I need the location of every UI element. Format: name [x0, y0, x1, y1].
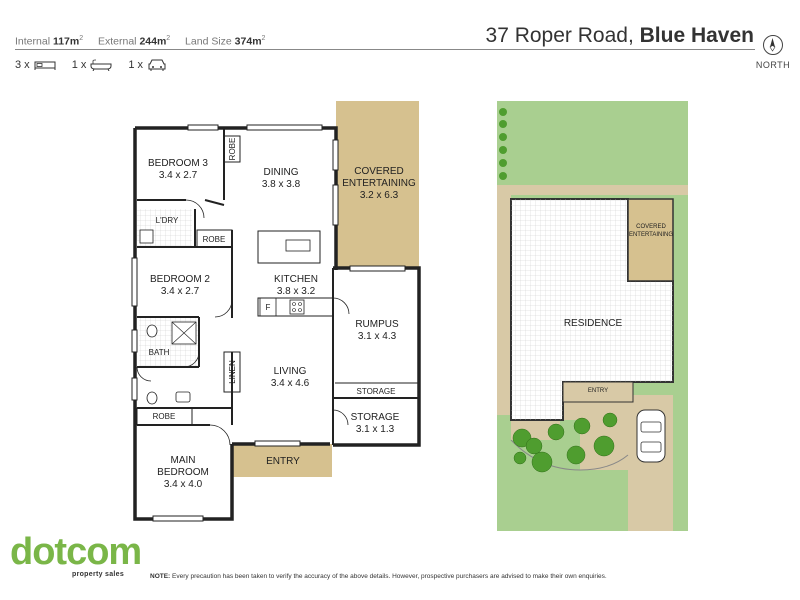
room-bedroom2-size: 3.4 x 2.7 [161, 286, 200, 297]
toilet-icon [146, 391, 158, 405]
stat-internal-value: 117m [52, 35, 80, 48]
stat-internal-unit: 2 [79, 35, 84, 42]
room-dining-size: 3.8 x 3.8 [262, 179, 301, 190]
fridge-icon [259, 297, 277, 317]
room-main-bedroom-size: 3.4 x 4.0 [164, 479, 203, 490]
kitchen-island [257, 230, 321, 264]
site-covered-line2: ENTERTAINING [629, 232, 673, 238]
label-bath: BATH [149, 348, 170, 357]
bathtub-icon [90, 59, 112, 71]
floor-plan: BEDROOM 3 3.4 x 2.7 DINING 3.8 x 3.8 COV… [131, 101, 421, 522]
site-entry [562, 381, 634, 403]
label-robe-mid: ROBE [203, 235, 226, 244]
entry-area [232, 444, 332, 477]
address-suburb: Blue Haven [639, 24, 754, 47]
car-count: 1 x [128, 58, 167, 72]
address-street: 37 Roper Road, [485, 24, 634, 47]
note-label: NOTE: [150, 573, 171, 580]
room-bedroom3-name: BEDROOM 3 [148, 158, 208, 169]
covered-entertaining-area [336, 101, 419, 268]
room-counts: 3 x 1 x 1 x [15, 58, 183, 72]
label-entry: ENTRY [266, 456, 300, 467]
room-bedroom2-name: BEDROOM 2 [150, 274, 210, 285]
label-robe-top: ROBE [228, 138, 237, 161]
label-fridge: F [266, 303, 271, 312]
room-rumpus-size: 3.1 x 4.3 [358, 331, 397, 342]
site-covered-line1: COVERED [636, 224, 666, 230]
bed-count: 3 x [15, 59, 56, 71]
cooktop-icon [289, 299, 305, 315]
room-living-size: 3.4 x 4.6 [271, 378, 310, 389]
header-divider [15, 49, 755, 50]
site-plan: COVERED ENTERTAINING RESIDENCE ENTRY [497, 101, 688, 531]
site-covered-entertaining [627, 198, 674, 282]
bed-icon [34, 61, 56, 70]
bath-count-text: 1 x [71, 59, 87, 71]
site-entry-label: ENTRY [588, 388, 608, 394]
room-bedroom3-size: 3.4 x 2.7 [159, 170, 198, 181]
stat-land-unit: 2 [261, 35, 266, 42]
car-count-text: 1 x [128, 59, 144, 71]
room-storage-size: 3.1 x 1.3 [356, 424, 395, 435]
basin-icon [175, 391, 191, 403]
note-text: Every precaution has been taken to verif… [170, 573, 607, 580]
property-address: 37 Roper Road, Blue Haven [486, 24, 754, 48]
label-linen: LINEN [228, 360, 237, 384]
sink-icon [285, 239, 311, 252]
kitchen-bench [257, 297, 334, 317]
room-covered-name: COVERED [354, 166, 403, 177]
room-kitchen-name: KITCHEN [274, 274, 318, 285]
room-kitchen-size: 3.8 x 3.2 [277, 286, 316, 297]
room-covered-size: 3.2 x 6.3 [360, 190, 399, 201]
stat-land-label: Land Size [185, 35, 232, 48]
disclaimer-note: NOTE: Every precaution has been taken to… [150, 573, 607, 580]
laundry-tub-icon [139, 229, 154, 244]
dotcom-logo: dotcom property sales [10, 531, 142, 578]
room-dining-name: DINING [264, 167, 299, 178]
stat-internal-label: Internal [15, 35, 51, 48]
room-main-bedroom-name: MAIN [171, 455, 196, 466]
room-main-bedroom-name2: BEDROOM [157, 467, 209, 478]
logo-word: dotcom [10, 531, 142, 573]
room-storage-name: STORAGE [351, 412, 400, 423]
stat-external-label: External [97, 35, 137, 48]
compass-icon [763, 35, 783, 55]
logo-sub: property sales [72, 571, 125, 578]
toilet-icon [146, 324, 158, 338]
room-covered-name2: ENTERTAINING [342, 178, 416, 189]
label-laundry: L'DRY [156, 216, 179, 225]
site-residence-label: RESIDENCE [564, 318, 623, 329]
bed-count-text: 3 x [15, 59, 30, 71]
north-label: NORTH [755, 60, 791, 70]
property-stats: Internal 117m2 External 244m2 Land Size … [15, 35, 265, 48]
car-icon [148, 59, 166, 71]
bath-count: 1 x [72, 59, 113, 71]
garden-trees [512, 412, 618, 473]
room-rumpus-name: RUMPUS [355, 319, 399, 330]
label-storage-strip: STORAGE [357, 387, 396, 396]
stat-land-value: 374m [234, 35, 262, 48]
label-robe-bottom: ROBE [153, 412, 176, 421]
stat-external-unit: 2 [166, 35, 171, 42]
site-car-icon [636, 409, 666, 463]
stat-external-value: 244m [139, 35, 167, 48]
room-living-name: LIVING [274, 366, 307, 377]
